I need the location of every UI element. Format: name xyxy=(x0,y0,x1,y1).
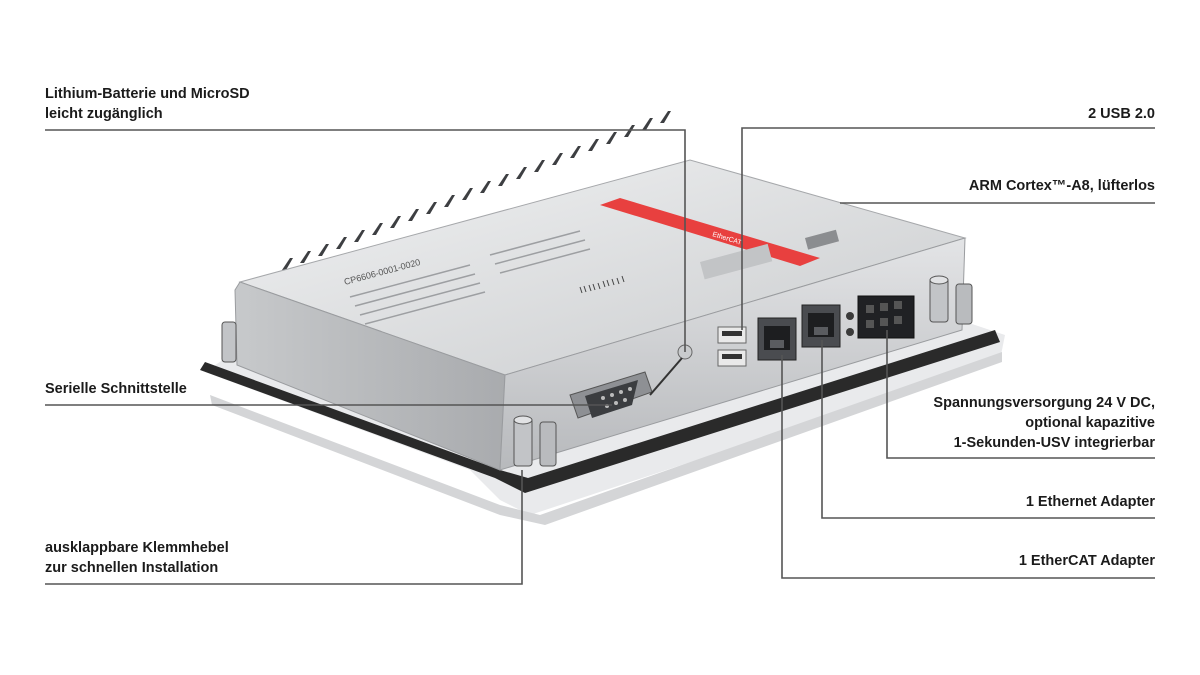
annotation-ethercat: 1 EtherCAT Adapter xyxy=(1019,551,1155,571)
label-box xyxy=(805,229,840,250)
leader-usb xyxy=(741,127,1155,330)
annotation-lever-line1: ausklappbare Klemmhebel xyxy=(45,540,229,556)
annotation-battery-line1: Lithium-Batterie und MicroSD xyxy=(45,86,250,102)
leader-ethernet xyxy=(821,340,1155,519)
annotation-serial-line1: Serielle Schnittstelle xyxy=(45,381,187,397)
annotation-lever: ausklappbare Klemmhebel zur schnellen In… xyxy=(45,538,229,578)
clamping-lever xyxy=(929,275,973,325)
annotation-battery: Lithium-Batterie und MicroSD leicht zugä… xyxy=(45,84,250,124)
annotation-cpu-line1: ARM Cortex™-A8, lüfterlos xyxy=(968,178,1155,194)
annotation-serial: Serielle Schnittstelle xyxy=(45,379,187,399)
status-led xyxy=(846,328,854,336)
type-plate-lines xyxy=(349,230,591,325)
usb-ports xyxy=(717,326,747,367)
leader-power xyxy=(886,330,1155,459)
annotation-usb-line1: 2 USB 2.0 xyxy=(1088,106,1155,122)
annotation-ethernet-line1: 1 Ethernet Adapter xyxy=(1025,494,1155,510)
annotation-power-line2: optional kapazitive xyxy=(1025,415,1155,431)
leader-ethercat xyxy=(781,355,1155,579)
label-box xyxy=(700,243,773,280)
clamping-lever xyxy=(221,321,237,363)
ethercat-port xyxy=(757,317,797,361)
leader-lines xyxy=(45,127,1155,585)
annotation-power-line3: 1-Sekunden-USV integrierbar xyxy=(953,435,1155,451)
heat-sink-fins xyxy=(282,111,671,270)
status-led xyxy=(846,312,854,320)
annotation-power-line1: Spannungsversorgung 24 V DC, xyxy=(933,395,1155,411)
annotation-cpu: ARM Cortex™-A8, lüfterlos xyxy=(969,176,1155,196)
annotation-lever-line2: zur schnellen Installation xyxy=(45,560,219,576)
leader-lever xyxy=(45,470,523,585)
annotation-power: Spannungsversorgung 24 V DC, optional ka… xyxy=(933,393,1155,453)
ground-screw xyxy=(649,357,683,396)
annotation-battery-line2: leicht zugänglich xyxy=(45,106,163,122)
leader-battery xyxy=(45,129,686,352)
annotation-usb: 2 USB 2.0 xyxy=(1088,104,1155,124)
clamping-lever xyxy=(513,415,557,467)
annotation-ethernet: 1 Ethernet Adapter xyxy=(1026,492,1155,512)
power-connector xyxy=(857,295,915,339)
annotation-ethercat-line1: 1 EtherCAT Adapter xyxy=(1018,553,1155,569)
barcode xyxy=(579,275,625,294)
ethernet-port xyxy=(801,304,841,348)
